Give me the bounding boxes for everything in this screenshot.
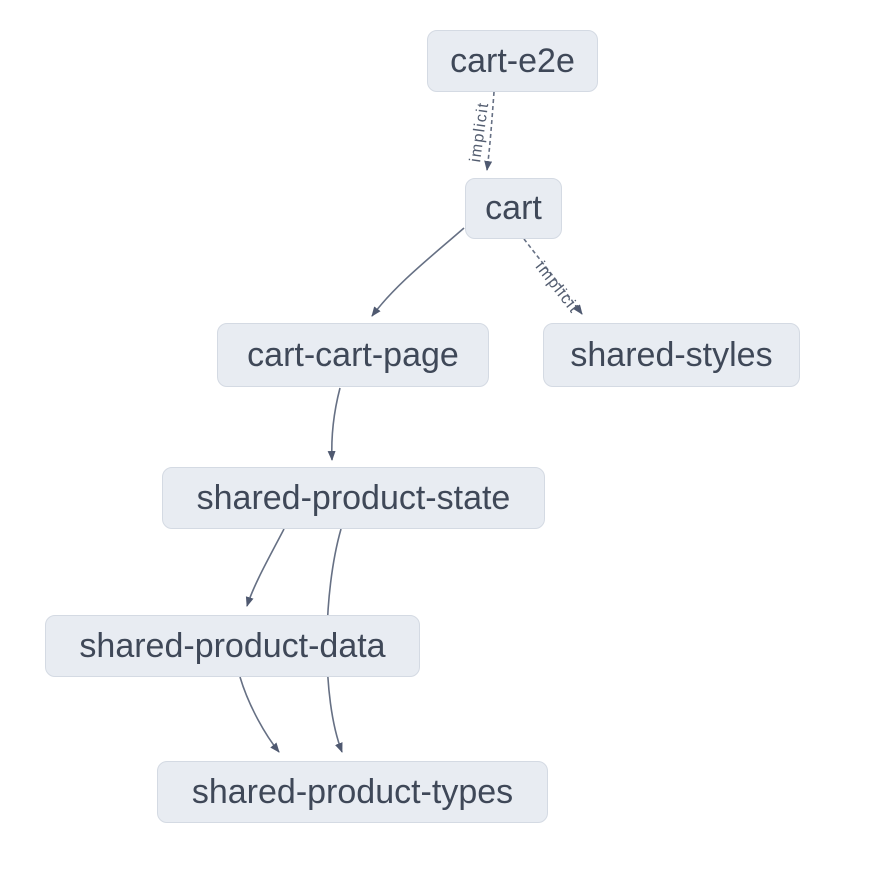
node-shared-product-data[interactable]: shared-product-data <box>45 615 420 677</box>
node-shared-product-types[interactable]: shared-product-types <box>157 761 548 823</box>
edge-cart-e2e-to-cart <box>484 91 495 171</box>
edge-cart-to-cart-cart-page <box>371 227 465 317</box>
node-shared-product-state[interactable]: shared-product-state <box>162 467 545 529</box>
edge-cart-to-shared-styles <box>523 238 583 315</box>
node-shared-styles[interactable]: shared-styles <box>543 323 800 387</box>
edge-cart-cart-page-to-shared-product-state <box>327 387 341 461</box>
edge-label-cart-to-shared-styles: implicit <box>532 259 583 317</box>
node-cart-e2e[interactable]: cart-e2e <box>427 30 598 92</box>
edge-shared-product-data-to-shared-product-types <box>239 676 280 753</box>
node-cart[interactable]: cart <box>465 178 562 239</box>
edge-label-cart-e2e-to-cart: implicit <box>467 101 492 164</box>
edge-shared-product-state-to-shared-product-data <box>245 528 285 607</box>
node-cart-cart-page[interactable]: cart-cart-page <box>217 323 489 387</box>
